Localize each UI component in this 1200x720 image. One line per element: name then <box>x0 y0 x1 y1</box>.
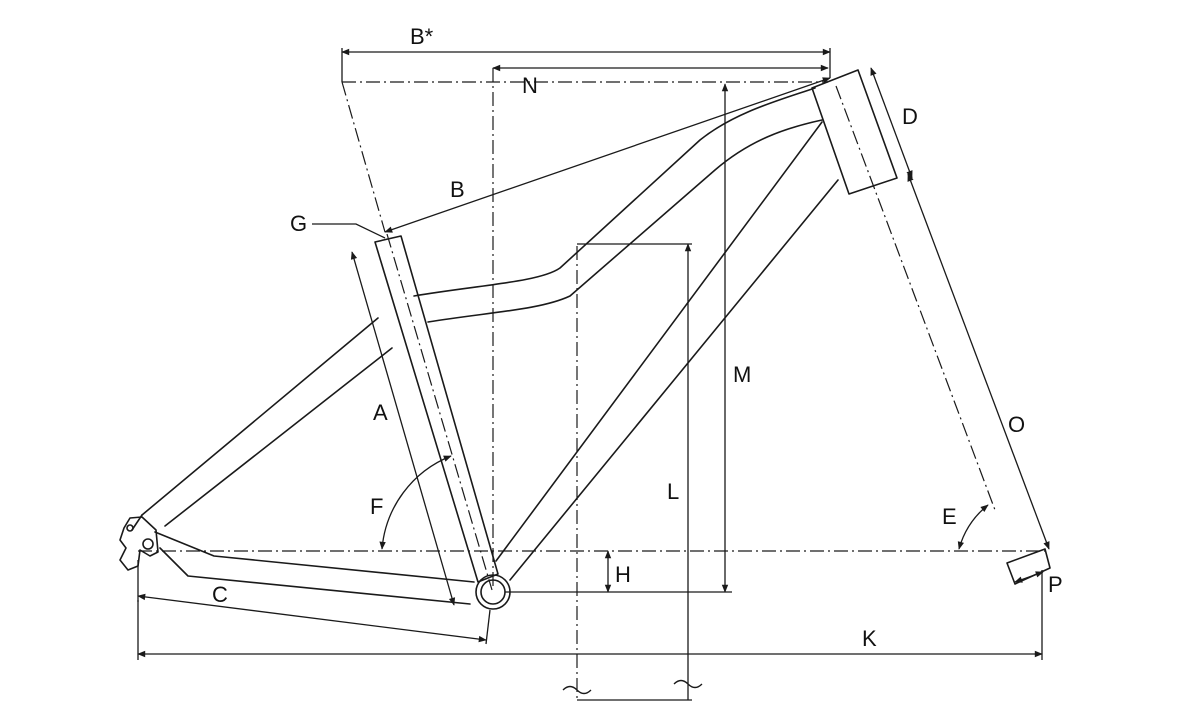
construction-lines <box>138 68 1045 700</box>
rear-dropout <box>119 516 159 571</box>
dimension-lines <box>137 48 1050 701</box>
o-dimension <box>907 173 1050 550</box>
seat-stay-lower <box>164 347 393 527</box>
down-tube-upper <box>495 121 823 562</box>
seat-tube <box>374 235 499 583</box>
label-g: G <box>290 211 307 236</box>
e-angle-arc <box>957 504 989 550</box>
label-b-star: B* <box>410 24 434 49</box>
label-h: H <box>615 562 631 587</box>
seat-extension-line <box>341 81 386 233</box>
label-n: N <box>522 73 538 98</box>
label-m: M <box>733 362 751 387</box>
p-dimension <box>1014 571 1044 583</box>
dimension-labels: B* N B D G M A O F E L H C K P <box>212 24 1063 651</box>
dropout-bolt <box>126 524 134 532</box>
c-ext-right <box>485 609 491 645</box>
rear-axle <box>142 538 154 550</box>
label-e: E <box>942 504 957 529</box>
top-tube <box>413 87 816 297</box>
break-mark-right <box>673 679 703 689</box>
label-o: O <box>1008 412 1025 437</box>
label-k: K <box>862 626 877 651</box>
frame <box>119 69 1051 610</box>
down-tube-lower <box>509 179 839 581</box>
a-dimension <box>350 251 456 606</box>
label-a: A <box>373 400 388 425</box>
label-d: D <box>902 104 918 129</box>
top-tube-lower <box>427 119 823 323</box>
b-dimension <box>384 77 831 233</box>
head-tube <box>811 69 898 195</box>
c-dimension <box>137 593 487 643</box>
seat-stay-upper <box>141 317 379 516</box>
d-dimension <box>870 67 913 179</box>
label-f: F <box>370 494 383 519</box>
label-p: P <box>1048 572 1063 597</box>
label-c: C <box>212 582 228 607</box>
steering-axis <box>835 85 996 511</box>
fork-dropout <box>1006 548 1051 585</box>
chain-stay-upper <box>154 531 475 583</box>
chain-stay-lower <box>159 547 471 605</box>
f-angle-arc <box>379 455 452 550</box>
break-mark-left <box>562 685 592 695</box>
label-l: L <box>667 479 679 504</box>
label-b: B <box>450 177 465 202</box>
g-leader <box>312 223 386 239</box>
